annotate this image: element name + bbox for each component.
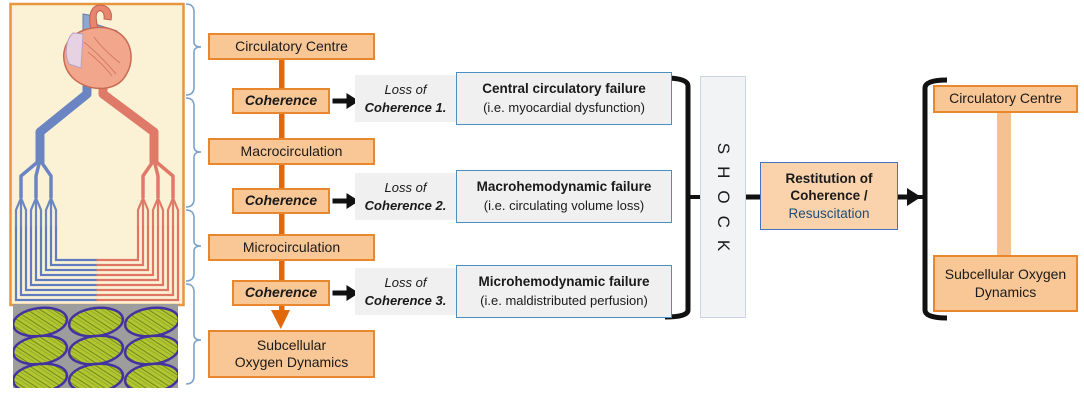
restitution-line: Restitution of (785, 170, 873, 186)
loss-prefix-line: Loss of (384, 274, 427, 290)
outcome-connector (997, 112, 1011, 257)
node-circulatory-centre: Circulatory Centre (208, 33, 375, 60)
loss-prefix-line: Coherence 2. (364, 197, 447, 213)
loss-prefix-line: Coherence 3. (364, 292, 447, 308)
restitution-box: Restitution of Coherence / Resuscitation (760, 162, 898, 230)
loss-background (355, 173, 465, 220)
node-coherence-2: Coherence (232, 188, 330, 214)
loss-prefix-2: Loss of Coherence 2. (355, 173, 456, 220)
arterial-branches (96, 158, 180, 302)
tissue-cells (13, 304, 178, 388)
region-braces (185, 3, 202, 385)
failure-title: Microhemodynamic failure (478, 273, 650, 289)
node-label: Coherence (244, 92, 318, 109)
node-label: Microcirculation (242, 238, 341, 255)
restitution-line: Coherence / (790, 188, 868, 204)
loss-prefix-3: Loss of Coherence 3. (355, 268, 456, 315)
node-coherence-3: Coherence (232, 280, 330, 306)
shock-restitution-line (745, 194, 762, 200)
failure-box-3: Microhemodynamic failure (i.e. maldistri… (456, 265, 672, 318)
failure-title: Central circulatory failure (482, 80, 646, 96)
node-macrocirculation: Macrocirculation (208, 138, 375, 165)
node-label: Coherence (244, 284, 318, 301)
shock-box: SHOCK (700, 76, 746, 318)
venous-branches (14, 158, 98, 302)
loss-of-coherence-2: Macrohemodynamic failure (i.e. circulati… (355, 170, 672, 223)
loss-prefix-line: Coherence 1. (364, 99, 447, 115)
failure-box-2: Macrohemodynamic failure (i.e. circulati… (456, 170, 672, 223)
node-label: Oxygen Dynamics (234, 354, 349, 370)
anatomy-panel (9, 2, 185, 388)
failure-title: Macrohemodynamic failure (476, 178, 652, 194)
node-label: Circulatory Centre (235, 37, 348, 54)
failure-box-1: Central circulatory failure (i.e. myocar… (456, 72, 672, 125)
node-subcellular-oxygen-dynamics: Subcellular Oxygen Dynamics (208, 330, 375, 378)
node-label: Macrocirculation (240, 142, 343, 159)
node-label: Subcellular Oxygen (944, 266, 1067, 282)
node-microcirculation: Microcirculation (208, 234, 375, 261)
loss-of-coherence-3: Microhemodynamic failure (i.e. maldistri… (355, 265, 672, 318)
failure-detail: (i.e. maldistributed perfusion) (480, 292, 648, 308)
node-label: Coherence (244, 192, 318, 209)
node-coherence-1: Coherence (232, 88, 330, 114)
outcome-subcellular-oxygen-dynamics: Subcellular Oxygen Dynamics (933, 255, 1078, 312)
outcome-bracket (910, 77, 948, 321)
node-label: Circulatory Centre (949, 90, 1062, 107)
loss-prefix-1: Loss of Coherence 1. (355, 75, 456, 122)
heart-illustration (63, 4, 132, 90)
loss-background (355, 268, 465, 315)
loss-of-coherence-1: Central circulatory failure (i.e. myocar… (355, 72, 672, 125)
restitution-line: Resuscitation (788, 205, 870, 221)
failure-detail: (i.e. circulating volume loss) (483, 197, 645, 213)
failure-detail: (i.e. myocardial dysfunction) (483, 99, 645, 115)
loss-background (355, 75, 465, 122)
outcome-circulatory-centre: Circulatory Centre (933, 85, 1078, 113)
coherence-loss-arrows (332, 93, 359, 301)
node-label: Subcellular (256, 336, 327, 353)
flow-connector (271, 59, 290, 329)
shock-bracket (664, 75, 702, 320)
shock-label: SHOCK (714, 142, 733, 264)
node-label: Dynamics (974, 283, 1037, 300)
loss-prefix-line: Loss of (384, 81, 427, 97)
loss-prefix-line: Loss of (384, 179, 427, 195)
